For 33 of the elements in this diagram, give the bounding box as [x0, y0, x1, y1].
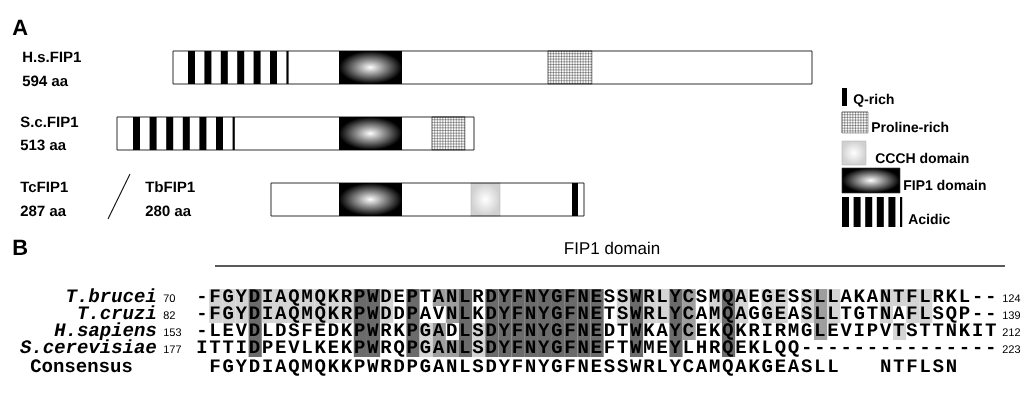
residue-number: 70 [163, 294, 175, 303]
residue-number: 82 [163, 311, 175, 320]
sequence-text: -FGYDIAQMQKRPWDDPAVNLKDYFNYGFNETSWRLYCAMQAGGEASLLTGTNAFLSQP-- [199, 306, 994, 323]
protein-name: TbFIP1 [145, 181, 195, 193]
protein-name: S.c.FIP1 [20, 116, 79, 128]
legend-text: Q-rich [853, 93, 894, 107]
panel-letter: A [12, 19, 28, 35]
species-name: S.cerevisiae [20, 339, 156, 354]
residue-number: 153 [164, 328, 182, 337]
protein-name: H.s.FIP1 [23, 51, 81, 63]
legend-text: CCCH domain [875, 152, 969, 164]
consensus-sequence: FGYDIAQMQKKPWRDPGANLSDYFNYGFNESSWRLYCAMQAKGEASLL [210, 359, 838, 376]
legend-text: Proline-rich [872, 121, 949, 133]
protein-length: 287 aa [20, 205, 67, 217]
residue-number: 177 [164, 345, 181, 353]
protein-length: 594 aa [22, 75, 69, 87]
domain-heading: FIP1 domain [565, 241, 660, 255]
species-name: T.cruzi [78, 305, 156, 320]
protein-length: 280 aa [145, 205, 192, 217]
residue-number: 124 [1003, 294, 1021, 302]
species-name: H.sapiens [54, 322, 156, 340]
legend-text: Acidic [908, 213, 950, 225]
consensus-sequence: NTFLSN [881, 359, 956, 373]
residue-number: 223 [1002, 345, 1021, 354]
panel-letter: B [13, 239, 28, 255]
protein-length: 513 aa [20, 139, 67, 151]
species-name: T.brucei [67, 288, 156, 303]
residue-number: 212 [1002, 328, 1020, 336]
residue-number: 139 [1003, 311, 1021, 320]
sequence-text: -FGYDIAQMQKRPWDEPTANLRDYFNYGFNESSWRLYCSMQAEGESSLLAKANTFLRKL-- [199, 289, 994, 306]
legend-text: FIP1 domain [904, 179, 986, 191]
consensus-label: Consensus [30, 359, 132, 373]
protein-name: TcFIP1 [20, 181, 68, 193]
